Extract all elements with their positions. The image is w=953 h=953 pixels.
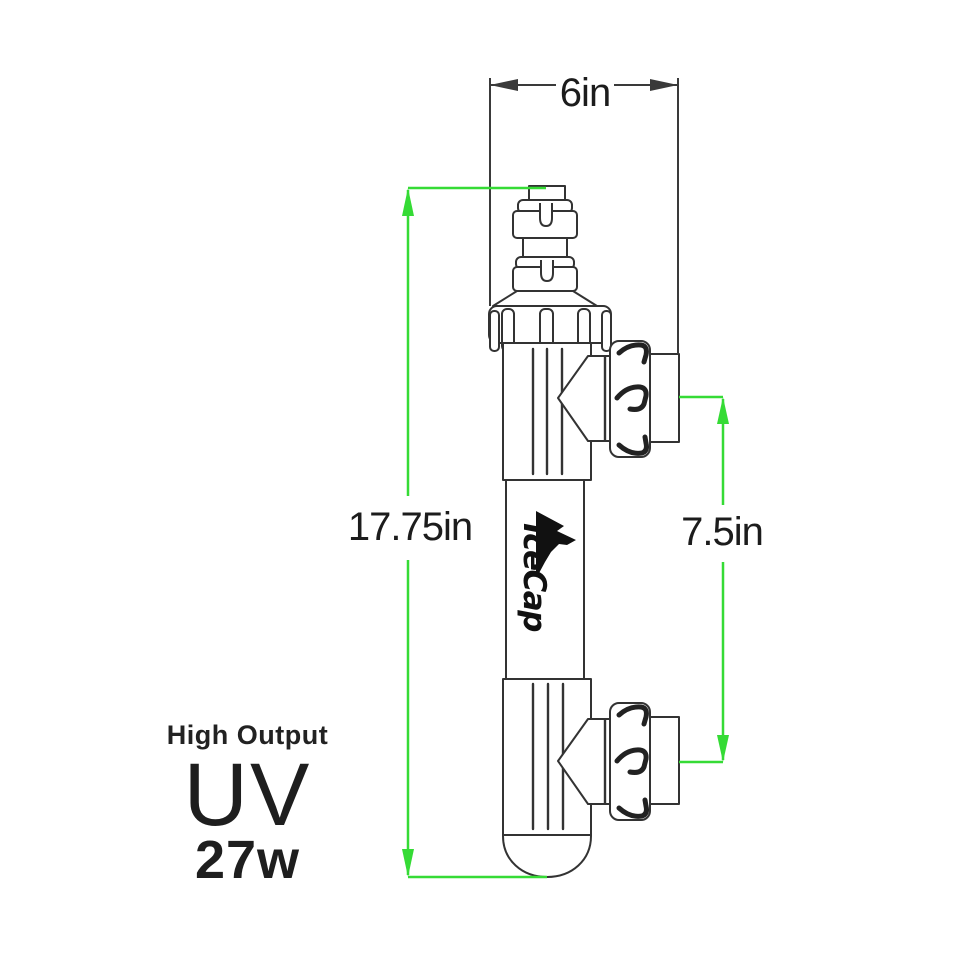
- height-dimension-label: 17.75in: [344, 507, 476, 547]
- mountain-icon: [536, 511, 576, 575]
- arrow-up-icon: [402, 188, 414, 216]
- product-wattage: 27w: [194, 830, 301, 891]
- union-nut: [609, 702, 651, 821]
- arrow-down-icon: [717, 735, 729, 762]
- dimension-outlet-spacing: [679, 395, 729, 764]
- outlet-spacing-dimension-label: 7.5in: [678, 512, 766, 552]
- barb-notch: [540, 260, 554, 282]
- lamp-body: [505, 479, 585, 680]
- product-subtitle: High Output: [166, 720, 329, 750]
- barb-notch: [539, 203, 553, 227]
- dome-bottom: [502, 834, 592, 878]
- arrow-right-icon: [650, 79, 678, 91]
- union-nut: [609, 340, 651, 458]
- outlet-fitting-bottom: [557, 702, 680, 821]
- arrow-left-icon: [490, 79, 518, 91]
- dimension-height: [402, 186, 547, 879]
- arrow-up-icon: [717, 397, 729, 424]
- dimension-width: [489, 78, 679, 354]
- outlet-fitting-top: [557, 340, 680, 458]
- arrow-down-icon: [402, 849, 414, 877]
- product-text-block: High Output UV 27w: [160, 720, 335, 891]
- device-body: [488, 185, 680, 878]
- product-name: UV: [183, 743, 312, 844]
- icecap-logo: IceCap: [516, 511, 578, 643]
- width-dimension-label: 6in: [556, 73, 614, 113]
